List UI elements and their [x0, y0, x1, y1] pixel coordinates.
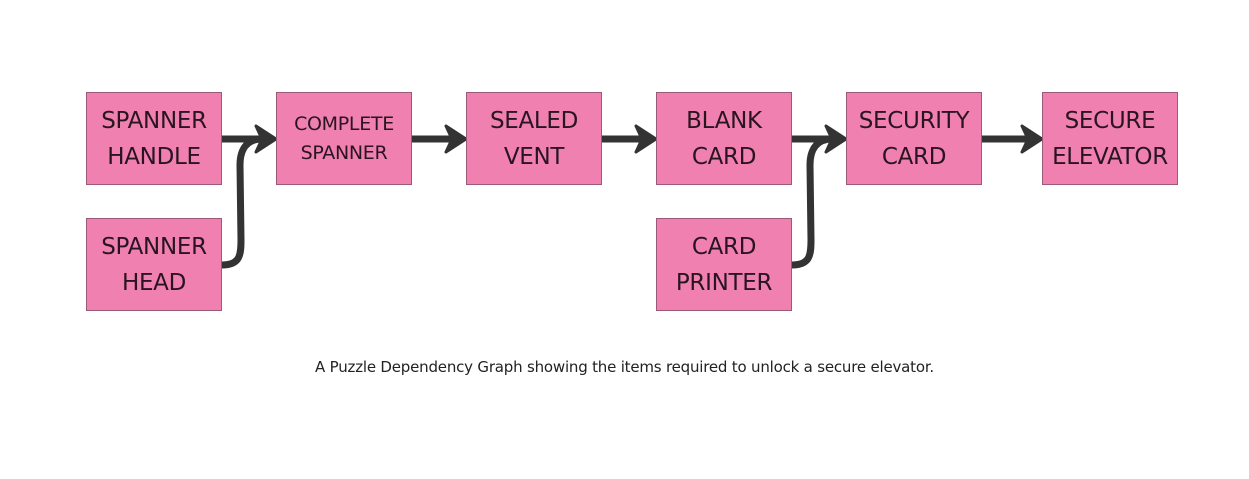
- node-complete-spanner: COMPLETE SPANNER: [276, 92, 412, 185]
- node-card-printer: CARD PRINTER: [656, 218, 792, 311]
- figure-caption: A Puzzle Dependency Graph showing the it…: [315, 358, 934, 376]
- edge-spanner-head-to-complete-spanner: [218, 135, 266, 269]
- edge-card-printer-to-security-card: [788, 135, 836, 269]
- arrowhead-icon: [444, 124, 468, 154]
- arrowhead-icon: [824, 124, 848, 154]
- node-secure-elevator: SECURE ELEVATOR: [1042, 92, 1178, 185]
- node-sealed-vent: SEALED VENT: [466, 92, 602, 185]
- node-spanner-head: SPANNER HEAD: [86, 218, 222, 311]
- arrowhead-icon: [1020, 124, 1044, 154]
- arrowhead-icon: [634, 124, 658, 154]
- node-spanner-handle: SPANNER HANDLE: [86, 92, 222, 185]
- node-security-card: SECURITY CARD: [846, 92, 982, 185]
- arrowhead-icon: [254, 124, 278, 154]
- node-blank-card: BLANK CARD: [656, 92, 792, 185]
